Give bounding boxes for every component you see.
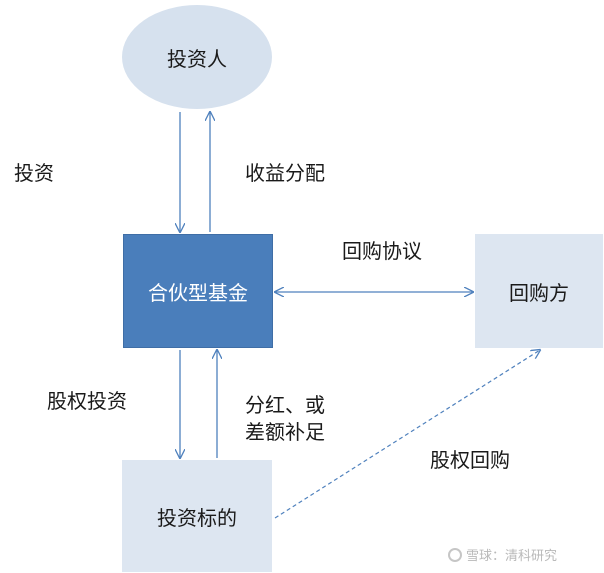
buyer-node: 回购方 bbox=[475, 234, 603, 348]
investor-node-label: 投资人 bbox=[167, 46, 227, 71]
investor-node: 投资人 bbox=[122, 5, 272, 109]
label-income-distribution: 收益分配 bbox=[245, 161, 325, 185]
snowball-logo-icon bbox=[448, 547, 462, 562]
label-buyback-agreement: 回购协议 bbox=[342, 239, 422, 263]
label-dividend-line2: 差额补足 bbox=[245, 420, 325, 444]
label-dividend-line1: 分红、或 bbox=[245, 393, 325, 417]
fund-node: 合伙型基金 bbox=[123, 234, 273, 348]
label-equity-buyback: 股权回购 bbox=[430, 448, 510, 472]
label-invest: 投资 bbox=[14, 161, 54, 185]
fund-node-label: 合伙型基金 bbox=[148, 280, 248, 305]
label-dividend: 分红、或 差额补足 bbox=[245, 392, 325, 446]
label-equity-investment: 股权投资 bbox=[47, 389, 127, 413]
target-node-label: 投资标的 bbox=[157, 505, 237, 530]
watermark-text: 雪球：清科研究 bbox=[466, 549, 558, 564]
arrow-equity-buyback bbox=[274, 350, 540, 519]
target-node: 投资标的 bbox=[122, 460, 272, 572]
watermark: 雪球：清科研究 bbox=[448, 545, 557, 564]
buyer-node-label: 回购方 bbox=[509, 280, 569, 305]
